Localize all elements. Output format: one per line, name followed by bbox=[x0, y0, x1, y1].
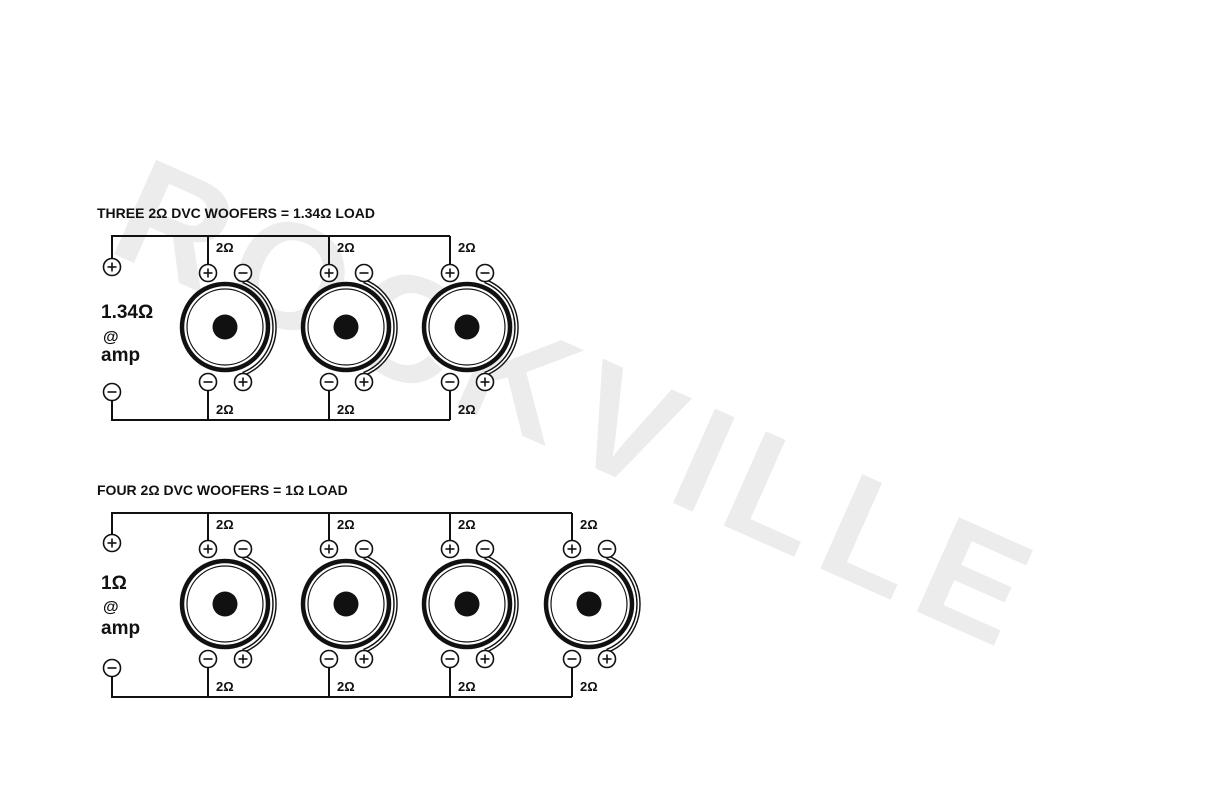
coil-top-impedance: 2Ω bbox=[458, 240, 476, 255]
diagram-title: FOUR 2Ω DVC WOOFERS = 1Ω LOAD bbox=[97, 482, 348, 498]
coil-top-impedance: 2Ω bbox=[337, 240, 355, 255]
woofer-dustcap bbox=[455, 592, 480, 617]
woofer-2: 2Ω 2Ω bbox=[303, 513, 396, 697]
positive-terminal-icon bbox=[321, 265, 338, 282]
woofer-dustcap bbox=[455, 315, 480, 340]
positive-terminal-icon bbox=[356, 651, 373, 668]
negative-terminal-icon bbox=[477, 541, 494, 558]
negative-terminal-icon bbox=[564, 651, 581, 668]
positive-terminal-icon bbox=[564, 541, 581, 558]
coil-top-impedance: 2Ω bbox=[580, 517, 598, 532]
negative-terminal-icon bbox=[356, 265, 373, 282]
positive-terminal-icon bbox=[104, 535, 121, 552]
negative-terminal-icon bbox=[235, 541, 252, 558]
coil-bottom-impedance: 2Ω bbox=[458, 402, 476, 417]
positive-terminal-icon bbox=[442, 265, 459, 282]
coil-top-impedance: 2Ω bbox=[458, 517, 476, 532]
positive-terminal-icon bbox=[321, 541, 338, 558]
negative-terminal-icon bbox=[321, 651, 338, 668]
woofer-dustcap bbox=[213, 315, 238, 340]
negative-terminal-icon bbox=[235, 265, 252, 282]
positive-terminal-icon bbox=[599, 651, 616, 668]
positive-terminal-icon bbox=[235, 651, 252, 668]
amp-at-sign: @ bbox=[103, 599, 119, 616]
negative-terminal-icon bbox=[356, 541, 373, 558]
amp-load-value: 1Ω bbox=[101, 573, 127, 594]
woofer-4: 2Ω 2Ω bbox=[546, 513, 639, 697]
coil-top-impedance: 2Ω bbox=[216, 240, 234, 255]
negative-terminal-icon bbox=[442, 374, 459, 391]
coil-top-impedance: 2Ω bbox=[216, 517, 234, 532]
positive-terminal-icon bbox=[104, 259, 121, 276]
coil-bottom-impedance: 2Ω bbox=[580, 679, 598, 694]
woofer-1: 2Ω 2Ω bbox=[182, 513, 275, 697]
woofer-dustcap bbox=[334, 592, 359, 617]
amp-label: amp bbox=[101, 618, 140, 639]
negative-terminal-icon bbox=[442, 651, 459, 668]
negative-terminal-icon bbox=[104, 384, 121, 401]
negative-terminal-icon bbox=[104, 660, 121, 677]
coil-bottom-impedance: 2Ω bbox=[216, 402, 234, 417]
negative-terminal-icon bbox=[599, 541, 616, 558]
coil-bottom-impedance: 2Ω bbox=[216, 679, 234, 694]
woofer-dustcap bbox=[213, 592, 238, 617]
negative-terminal-icon bbox=[321, 374, 338, 391]
wiring-diagram-2: FOUR 2Ω DVC WOOFERS = 1Ω LOAD1Ω@amp2Ω2Ω2… bbox=[97, 482, 639, 697]
woofer-dustcap bbox=[577, 592, 602, 617]
positive-terminal-icon bbox=[442, 541, 459, 558]
woofer-dustcap bbox=[334, 315, 359, 340]
positive-terminal-icon bbox=[200, 541, 217, 558]
positive-terminal-icon bbox=[477, 374, 494, 391]
coil-bottom-impedance: 2Ω bbox=[458, 679, 476, 694]
coil-top-impedance: 2Ω bbox=[337, 517, 355, 532]
negative-terminal-icon bbox=[477, 265, 494, 282]
amp-load-value: 1.34Ω bbox=[101, 302, 153, 323]
amp-label: amp bbox=[101, 345, 140, 366]
diagram-title: THREE 2Ω DVC WOOFERS = 1.34Ω LOAD bbox=[97, 205, 375, 221]
positive-terminal-icon bbox=[356, 374, 373, 391]
negative-terminal-icon bbox=[200, 651, 217, 668]
coil-bottom-impedance: 2Ω bbox=[337, 402, 355, 417]
negative-terminal-icon bbox=[200, 374, 217, 391]
positive-terminal-icon bbox=[200, 265, 217, 282]
positive-terminal-icon bbox=[477, 651, 494, 668]
positive-terminal-icon bbox=[235, 374, 252, 391]
woofer-3: 2Ω 2Ω bbox=[424, 513, 517, 697]
coil-bottom-impedance: 2Ω bbox=[337, 679, 355, 694]
amp-at-sign: @ bbox=[103, 329, 119, 346]
